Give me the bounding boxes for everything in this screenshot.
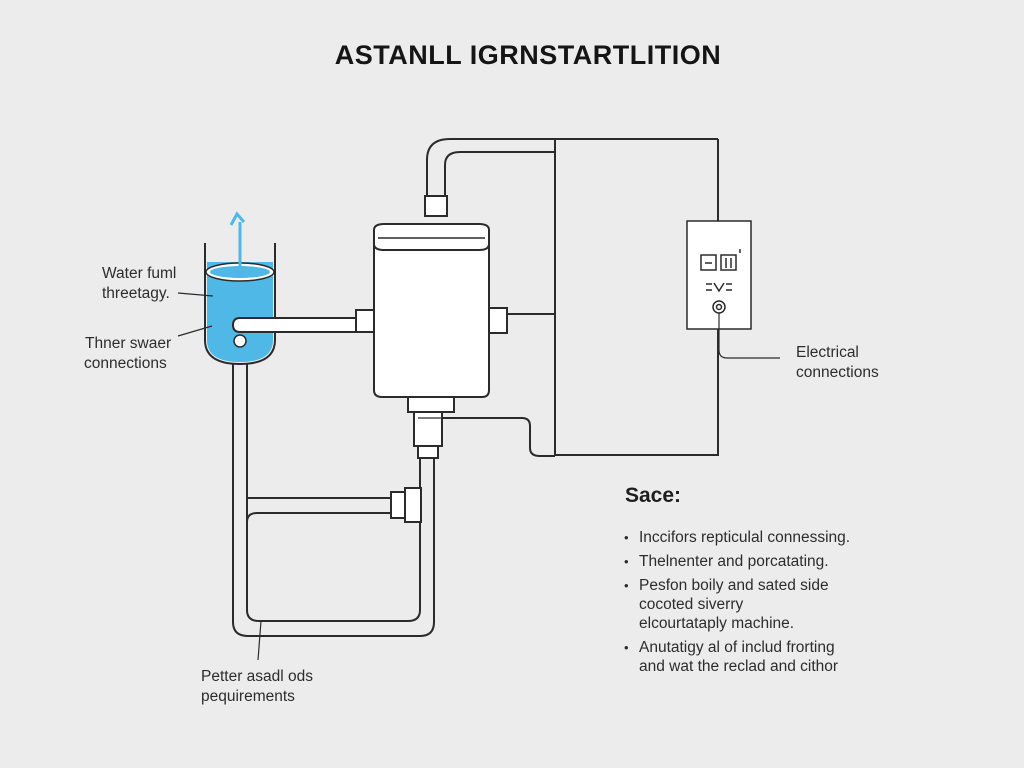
top-supply-pipe xyxy=(426,138,718,198)
drain-plumbing xyxy=(232,364,435,637)
right-port-fitting xyxy=(488,307,508,334)
list-item: Thelnenter and porcatating. xyxy=(622,552,1002,571)
bottom-valve xyxy=(413,411,443,447)
list-item: Pesfon boily and sated side cocoted sive… xyxy=(622,576,1002,633)
tank-drain-hole xyxy=(233,334,247,348)
water-tank xyxy=(204,243,276,366)
notes-heading: Sace: xyxy=(625,484,682,507)
requirements-label: Petter asadl ods pequirements xyxy=(201,668,314,705)
arrow-up-icon xyxy=(229,211,246,268)
diagram-title: ASTANLL IGRNSTARTLITION xyxy=(334,40,722,70)
water-tank-label: Water fuml threetagy. xyxy=(102,265,177,302)
list-item: Anutatigy al of includ frorting and wat … xyxy=(622,638,1002,676)
water-heater xyxy=(373,223,508,459)
list-item: Inccifors repticulal connessing. xyxy=(622,528,1002,547)
electrical-panel xyxy=(686,220,752,330)
top-pipe-fitting xyxy=(424,195,448,217)
electrical-connections-label: Electrical connections xyxy=(796,344,879,381)
leader-lines xyxy=(177,292,780,661)
notes-list: Inccifors repticulal connessing. Thelnen… xyxy=(622,528,1002,681)
bottom-collar xyxy=(407,396,455,413)
swaer-connections-label: Thner swaer connections xyxy=(84,335,172,372)
tee-fitting xyxy=(390,491,406,519)
tank-to-heater-pipe xyxy=(231,309,375,333)
switch-icon xyxy=(700,249,741,271)
